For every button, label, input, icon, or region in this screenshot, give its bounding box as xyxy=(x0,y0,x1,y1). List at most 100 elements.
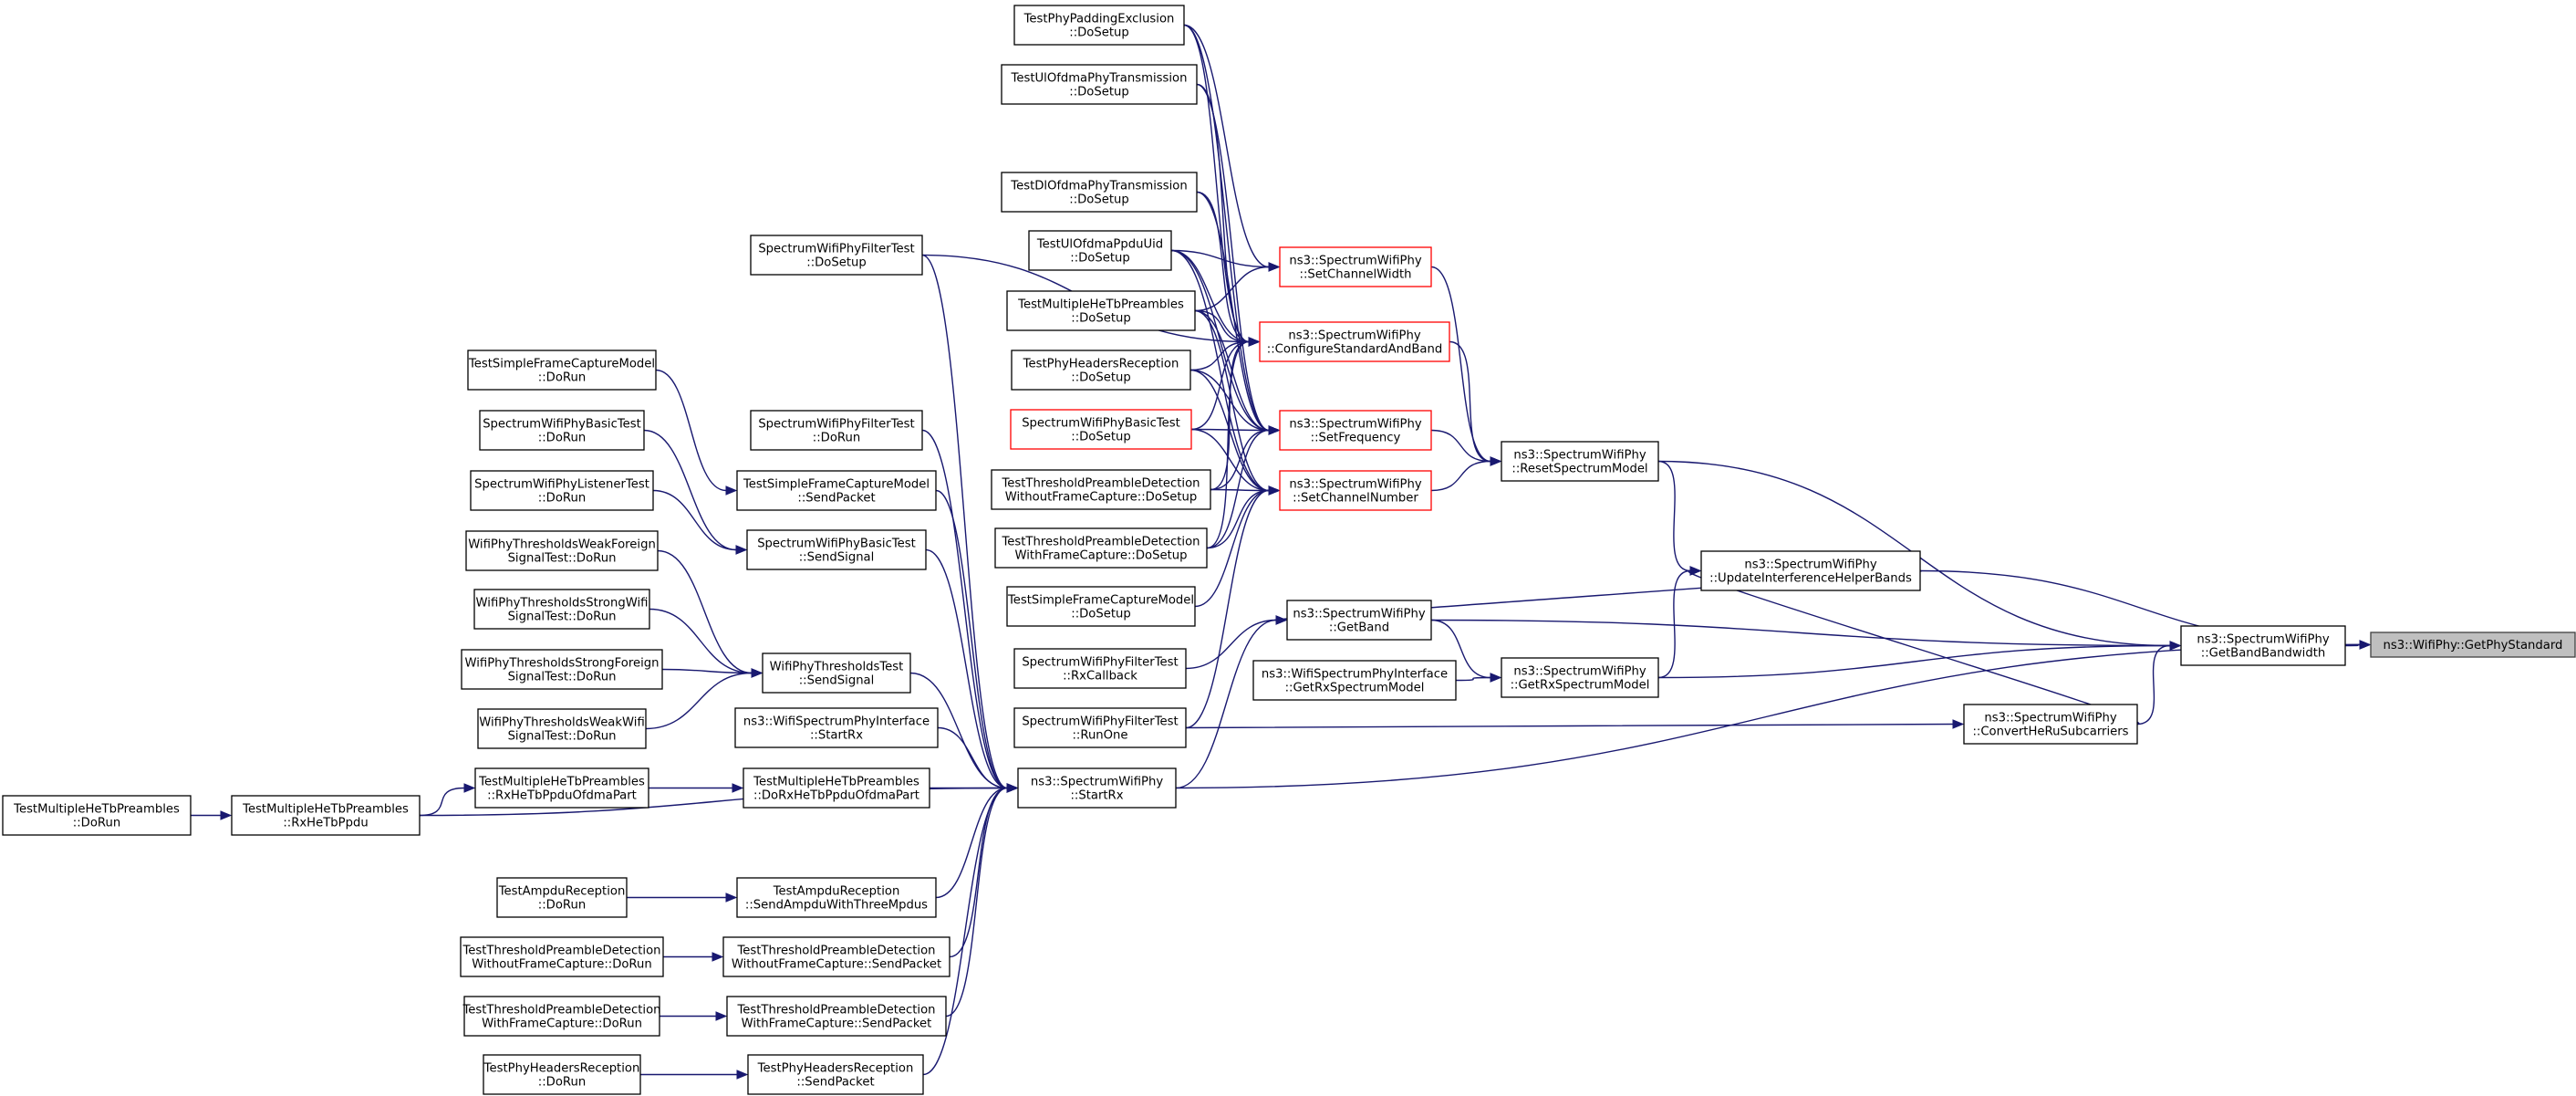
node-thresholdssend[interactable]: WifiPhyThresholdsTest::SendSignal xyxy=(762,652,911,694)
edge-dlofdmatx-to-setfrequency xyxy=(1196,191,1270,432)
arrowhead-icon xyxy=(220,810,233,820)
node-label-line: ns3::SpectrumWifiPhy xyxy=(1293,608,1425,621)
edge-setchannelwidth-to-resetspectrum xyxy=(1430,266,1491,463)
node-box xyxy=(1017,767,1177,809)
node-label-line: WithoutFrameCapture::DoSetup xyxy=(1005,491,1198,505)
node-setchannelnumber[interactable]: ns3::SpectrumWifiPhy::SetChannelNumber xyxy=(1279,470,1432,511)
node-basictestsetup[interactable]: SpectrumWifiPhyBasicTest::DoSetup xyxy=(1010,409,1192,450)
node-label-line: ::RxCallback xyxy=(1063,670,1137,684)
node-ifacegetrx[interactable]: ns3::WifiSpectrumPhyInterface::GetRxSpec… xyxy=(1252,660,1457,701)
node-phyheaderssetup[interactable]: TestPhyHeadersReception::DoSetup xyxy=(1011,350,1191,391)
node-label-line: TestSimpleFrameCaptureModel xyxy=(1007,594,1194,608)
node-threshwithsend[interactable]: TestThresholdPreambleDetectionWithFrameC… xyxy=(726,996,947,1037)
edge-strongforeign-to-thresholdssend xyxy=(661,668,753,674)
node-resetspectrum[interactable]: ns3::SpectrumWifiPhy::ResetSpectrumModel xyxy=(1501,441,1659,482)
edge-phyheaderssend-to-startrx xyxy=(922,787,1008,1076)
node-strongwifi[interactable]: WifiPhyThresholdsStrongWifiSignalTest::D… xyxy=(473,589,650,630)
arrowhead-icon xyxy=(1006,783,1019,793)
node-label-line: WifiPhyThresholdsTest xyxy=(770,661,904,674)
node-ulofdmatx[interactable]: TestUlOfdmaPhyTransmission::DoSetup xyxy=(1001,64,1198,105)
node-setchannelwidth[interactable]: ns3::SpectrumWifiPhy::SetChannelWidth xyxy=(1279,246,1432,287)
node-convertheru[interactable]: ns3::SpectrumWifiPhy::ConvertHeRuSubcarr… xyxy=(1963,704,2138,745)
node-threshwithoutsetup[interactable]: TestThresholdPreambleDetectionWithoutFra… xyxy=(991,469,1211,510)
node-dorxhetb[interactable]: TestMultipleHeTbPreambles::DoRxHeTbPpduO… xyxy=(743,767,930,809)
node-label-line: ::SendPacket xyxy=(796,1076,874,1090)
node-label-line: ::RxHeTbPpduOfdmaPart xyxy=(487,789,637,803)
node-box xyxy=(479,410,645,451)
arrowhead-icon xyxy=(725,892,738,903)
node-basicsendsignal[interactable]: SpectrumWifiPhyBasicTest::SendSignal xyxy=(746,529,927,570)
edge-threshwithoutsend-to-startrx xyxy=(949,787,1008,958)
node-getrxspectrum[interactable]: ns3::SpectrumWifiPhy::GetRxSpectrumModel xyxy=(1501,657,1659,698)
node-getband[interactable]: ns3::SpectrumWifiPhy::GetBand xyxy=(1286,600,1432,641)
edge-setchannelnumber-to-resetspectrum xyxy=(1430,460,1491,492)
node-box xyxy=(1259,321,1450,362)
node-ampdusend[interactable]: TestAmpduReception::SendAmpduWithThreeMp… xyxy=(736,877,937,918)
node-box xyxy=(1700,550,1921,591)
edge-filterrunone-to-setchannelnumber xyxy=(1185,489,1270,729)
node-label-line: ::DoRun xyxy=(538,899,586,913)
node-label-line: TestThresholdPreambleDetection xyxy=(1001,536,1200,549)
node-label-line: ::DoSetup xyxy=(1071,371,1131,385)
node-ampdurun[interactable]: TestAmpduReception::DoRun xyxy=(496,877,628,918)
node-box xyxy=(1006,586,1196,627)
arrowhead-icon xyxy=(735,545,748,555)
node-ifacestartrx[interactable]: ns3::WifiSpectrumPhyInterface::StartRx xyxy=(734,707,939,748)
edge-basictestsetup-to-setchannelnumber xyxy=(1190,428,1270,492)
node-threshwithrun[interactable]: TestThresholdPreambleDetectionWithFrameC… xyxy=(462,996,661,1037)
node-box xyxy=(461,649,663,690)
node-weakwifi[interactable]: WifiPhyThresholdsWeakWifiSignalTest::DoR… xyxy=(477,708,647,749)
edge-multihetbsetup-to-setfrequency xyxy=(1194,309,1270,432)
arrowhead-icon xyxy=(715,1011,728,1021)
node-basictestrun[interactable]: SpectrumWifiPhyBasicTest::DoRun xyxy=(479,410,645,451)
node-rxhetbppdu[interactable]: TestMultipleHeTbPreambles::RxHeTbPpdu xyxy=(231,795,421,836)
node-label-line: ::DoSetup xyxy=(1070,252,1130,266)
node-phyheaderssend[interactable]: TestPhyHeadersReception::SendPacket xyxy=(747,1054,924,1095)
node-threshwithoutrun[interactable]: TestThresholdPreambleDetectionWithoutFra… xyxy=(460,936,664,977)
node-multihetbsetup[interactable]: TestMultipleHeTbPreambles::DoSetup xyxy=(1006,290,1196,331)
node-weakforeign[interactable]: WifiPhyThresholdsWeakForeignSignalTest::… xyxy=(465,530,659,571)
node-box xyxy=(2180,625,2346,666)
node-box xyxy=(991,469,1211,510)
node-dlofdmatx[interactable]: TestDlOfdmaPhyTransmission::DoSetup xyxy=(1001,172,1198,213)
node-listenerrun[interactable]: SpectrumWifiPhyListenerTest::DoRun xyxy=(470,470,654,511)
node-box xyxy=(474,767,649,809)
node-box xyxy=(1279,410,1432,451)
node-filtersetup[interactable]: SpectrumWifiPhyFilterTest::DoSetup xyxy=(750,235,923,276)
node-label-line: ns3::SpectrumWifiPhy xyxy=(1289,255,1421,268)
node-threshwithoutsend[interactable]: TestThresholdPreambleDetectionWithoutFra… xyxy=(722,936,950,977)
node-rxhetbofdma[interactable]: TestMultipleHeTbPreambles::RxHeTbPpduOfd… xyxy=(474,767,649,809)
node-strongforeign[interactable]: WifiPhyThresholdsStrongForeignSignalTest… xyxy=(461,649,663,690)
node-simplecapturesetup[interactable]: TestSimpleFrameCaptureModel::DoSetup xyxy=(1006,586,1196,627)
edge-simplecapturerun-to-simplecapturesend xyxy=(655,369,727,492)
edge-multihetbsetup-to-setchannelnumber xyxy=(1194,309,1270,492)
arrowhead-icon xyxy=(1490,673,1502,683)
edge-ifacegetrx-to-getrxspectrum xyxy=(1455,676,1491,682)
node-setfrequency[interactable]: ns3::SpectrumWifiPhy::SetFrequency xyxy=(1279,410,1432,451)
node-label-line: SpectrumWifiPhyBasicTest xyxy=(483,418,641,432)
node-label-line: ::DoSetup xyxy=(1069,86,1129,99)
node-label-line: ns3::WifiPhy::GetPhyStandard xyxy=(2384,639,2563,652)
node-getbandbandwidth[interactable]: ns3::SpectrumWifiPhy::GetBandBandwidth xyxy=(2180,625,2346,666)
node-filterrun[interactable]: SpectrumWifiPhyFilterTest::DoRun xyxy=(750,410,923,451)
node-ulofdmauid[interactable]: TestUlOfdmaPpduUid::DoSetup xyxy=(1028,230,1172,271)
node-simplecapturerun[interactable]: TestSimpleFrameCaptureModel::DoRun xyxy=(467,350,657,391)
node-phyheadersrun[interactable]: TestPhyHeadersReception::DoRun xyxy=(483,1054,641,1095)
node-paddingexclusion[interactable]: TestPhyPaddingExclusion::DoSetup xyxy=(1013,5,1185,46)
node-updateinterference[interactable]: ns3::SpectrumWifiPhy::UpdateInterference… xyxy=(1700,550,1921,591)
edge-getrxspectrum-to-getbandbandwidth xyxy=(1657,644,2171,679)
node-label-line: TestPhyHeadersReception xyxy=(757,1062,914,1076)
node-getphystandard[interactable]: ns3::WifiPhy::GetPhyStandard xyxy=(2370,632,2576,658)
node-threshwithsetup[interactable]: TestThresholdPreambleDetectionWithFrameC… xyxy=(994,527,1208,569)
node-simplecapturesend[interactable]: TestSimpleFrameCaptureModel::SendPacket xyxy=(736,470,937,511)
node-label-line: ::DoRun xyxy=(813,432,860,445)
node-startrx[interactable]: ns3::SpectrumWifiPhy::StartRx xyxy=(1017,767,1177,809)
node-filterrxcallback[interactable]: SpectrumWifiPhyFilterTest::RxCallback xyxy=(1013,648,1187,689)
node-box xyxy=(747,1054,924,1095)
node-multihetbrun[interactable]: TestMultipleHeTbPreambles::DoRun xyxy=(2,795,192,836)
arrowhead-icon xyxy=(732,783,744,793)
node-configurestandard[interactable]: ns3::SpectrumWifiPhy::ConfigureStandardA… xyxy=(1259,321,1450,362)
node-filterrunone[interactable]: SpectrumWifiPhyFilterTest::RunOne xyxy=(1013,707,1187,748)
node-label-line: SpectrumWifiPhyFilterTest xyxy=(758,243,914,256)
edge-startrx-to-getband xyxy=(1175,619,1277,789)
